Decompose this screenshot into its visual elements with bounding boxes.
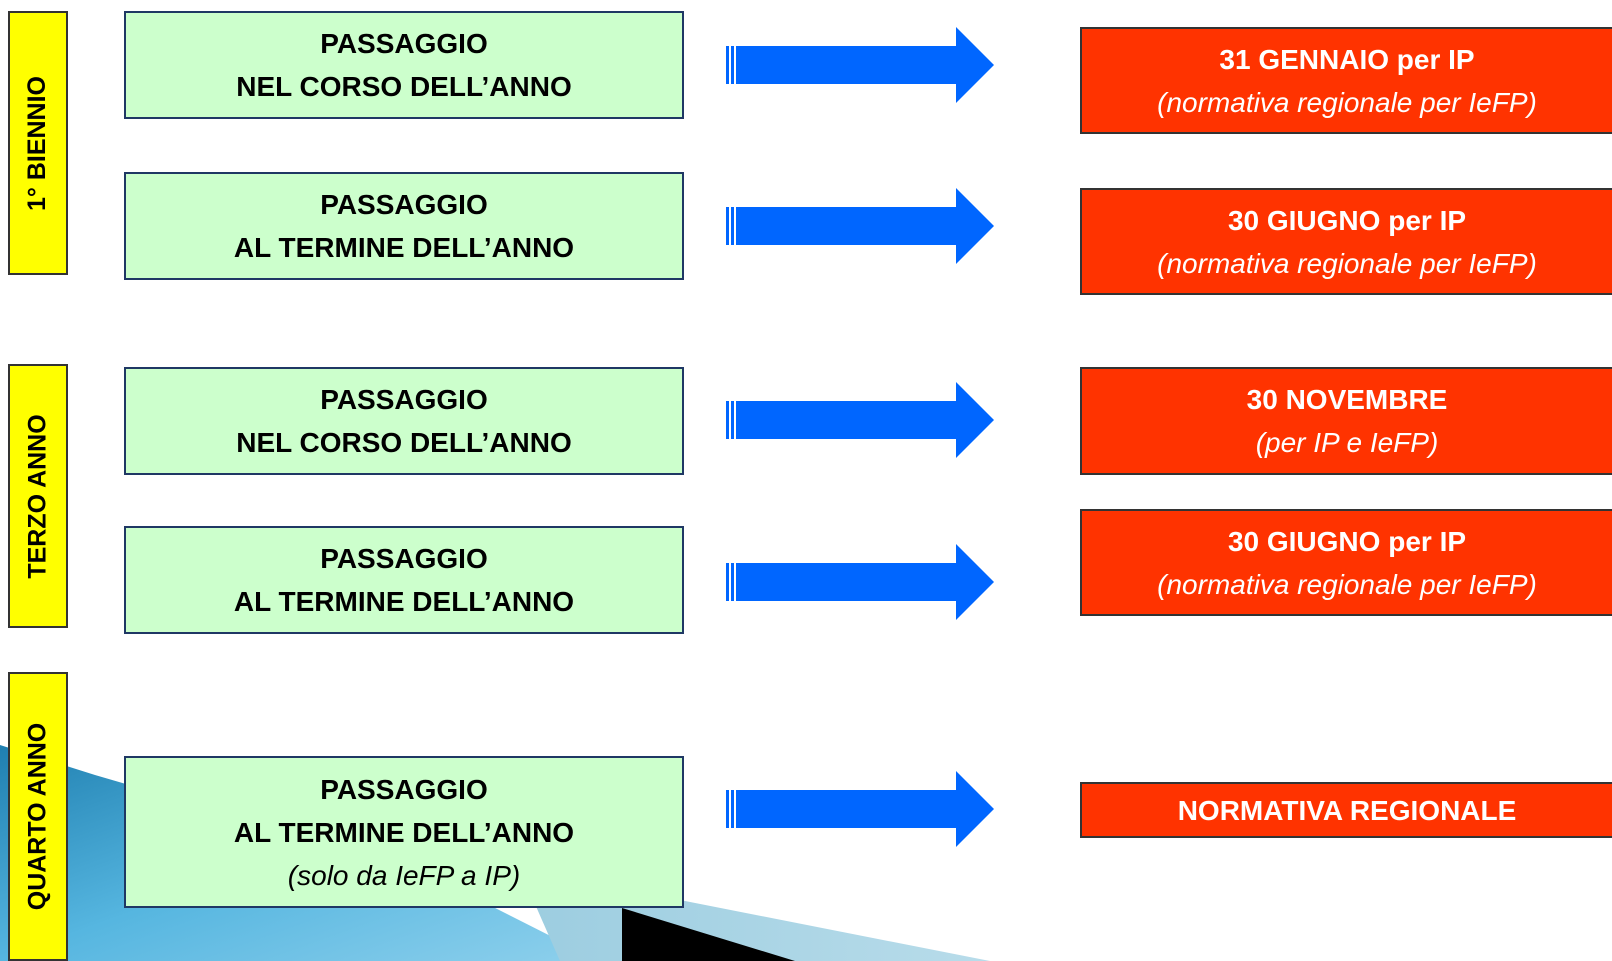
deadline-title: 30 NOVEMBRE [1246,384,1448,415]
deadline-box: NORMATIVA REGIONALE [1080,782,1612,838]
passage-title: PASSAGGIO [320,773,488,805]
deadline-title: NORMATIVA REGIONALE [1177,794,1517,826]
passage-title: PASSAGGIO [320,28,488,59]
passage-title: PASSAGGIO [320,384,488,415]
passage-subtitle: NEL CORSO DELL’ANNO [236,71,572,102]
section-label-text: 1° BIENNIO [23,75,52,211]
passage-box: PASSAGGIO AL TERMINE DELL’ANNO [124,172,684,280]
passage-subtitle: NEL CORSO DELL’ANNO [236,427,572,458]
passage-box: PASSAGGIO NEL CORSO DELL’ANNO [124,367,684,475]
passage-subtitle: AL TERMINE DELL’ANNO [233,586,575,617]
right-arrow-icon [726,771,994,847]
deadline-box: 30 GIUGNO per IP (normativa regionale pe… [1080,188,1612,295]
passage-title: PASSAGGIO [320,543,488,574]
deadline-note: (normativa regionale per IeFP) [1157,86,1537,118]
deadline-note: (normativa regionale per IeFP) [1157,247,1537,279]
deadline-box: 30 NOVEMBRE (per IP e IeFP) [1080,367,1612,475]
section-label-text: QUARTO ANNO [23,722,52,911]
passage-box: PASSAGGIO AL TERMINE DELL’ANNO (solo da … [124,756,684,908]
deadline-title: 30 GIUGNO per IP [1227,204,1467,236]
section-label-first-biennium: 1° BIENNIO [8,11,68,275]
passage-note: (solo da IeFP a IP) [287,859,521,891]
deadline-title: 30 GIUGNO per IP [1227,525,1467,557]
section-label-fourth-year: QUARTO ANNO [8,672,68,961]
right-arrow-icon [726,544,994,620]
passage-subtitle: AL TERMINE DELL’ANNO [233,816,575,848]
section-label-text: TERZO ANNO [23,413,52,579]
passage-subtitle: AL TERMINE DELL’ANNO [233,232,575,263]
right-arrow-icon [726,382,994,458]
passage-title: PASSAGGIO [320,189,488,220]
right-arrow-icon [726,27,994,103]
deadline-note: (normativa regionale per IeFP) [1157,568,1537,600]
deadline-box: 30 GIUGNO per IP (normativa regionale pe… [1080,509,1612,616]
passage-box: PASSAGGIO NEL CORSO DELL’ANNO [124,11,684,119]
deadline-box: 31 GENNAIO per IP (normativa regionale p… [1080,27,1612,134]
section-label-third-year: TERZO ANNO [8,364,68,628]
deadline-note: (per IP e IeFP) [1255,427,1439,458]
deadline-title: 31 GENNAIO per IP [1219,43,1475,75]
right-arrow-icon [726,188,994,264]
passage-box: PASSAGGIO AL TERMINE DELL’ANNO [124,526,684,634]
dark-wedge-shape [622,908,795,961]
